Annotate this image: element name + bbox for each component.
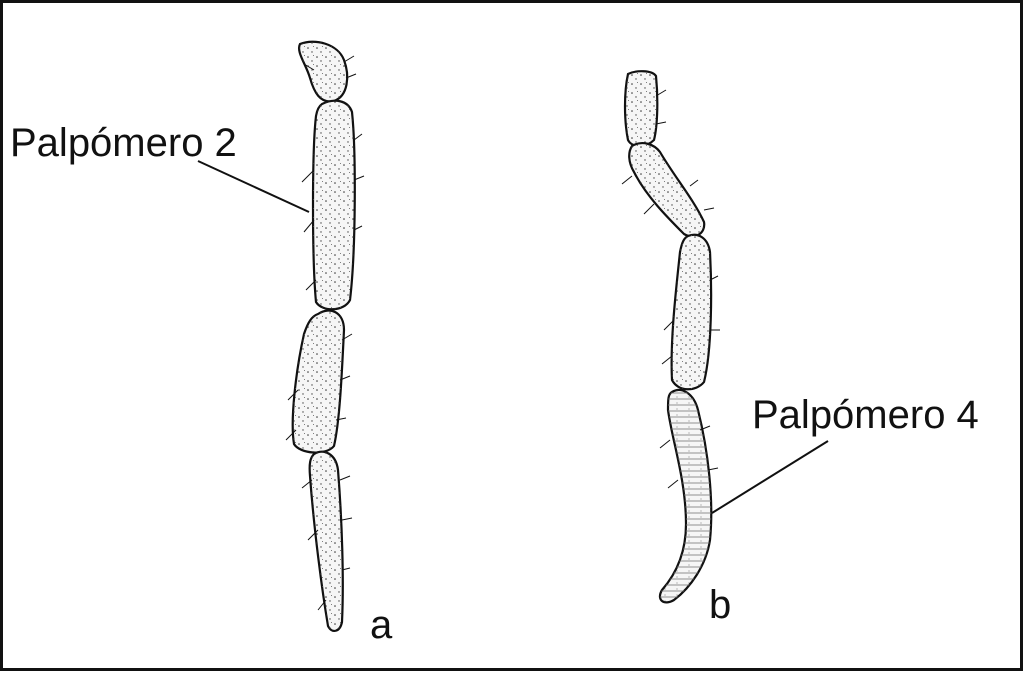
palp-b-segment-2 <box>629 143 704 236</box>
panel-label-a: a <box>370 605 392 645</box>
palp-b-segment-1 <box>625 71 657 146</box>
palp-b-segment-3 <box>672 235 712 389</box>
label-palpomero-2: Palpómero 2 <box>10 123 237 163</box>
label-palpomero-4: Palpómero 4 <box>752 395 979 435</box>
leader-line-palpomero-4 <box>712 441 828 513</box>
palp-a-segment-1 <box>299 42 347 102</box>
leader-line-palpomero-2 <box>198 161 309 212</box>
palp-a-segment-4 <box>310 452 343 631</box>
palp-a-segment-2 <box>313 101 355 310</box>
palp-a-segment-3 <box>293 311 344 453</box>
palp-b-segment-4 <box>660 390 711 602</box>
palp-a <box>286 42 364 631</box>
panel-label-b: b <box>709 585 731 625</box>
palp-b <box>622 71 720 602</box>
